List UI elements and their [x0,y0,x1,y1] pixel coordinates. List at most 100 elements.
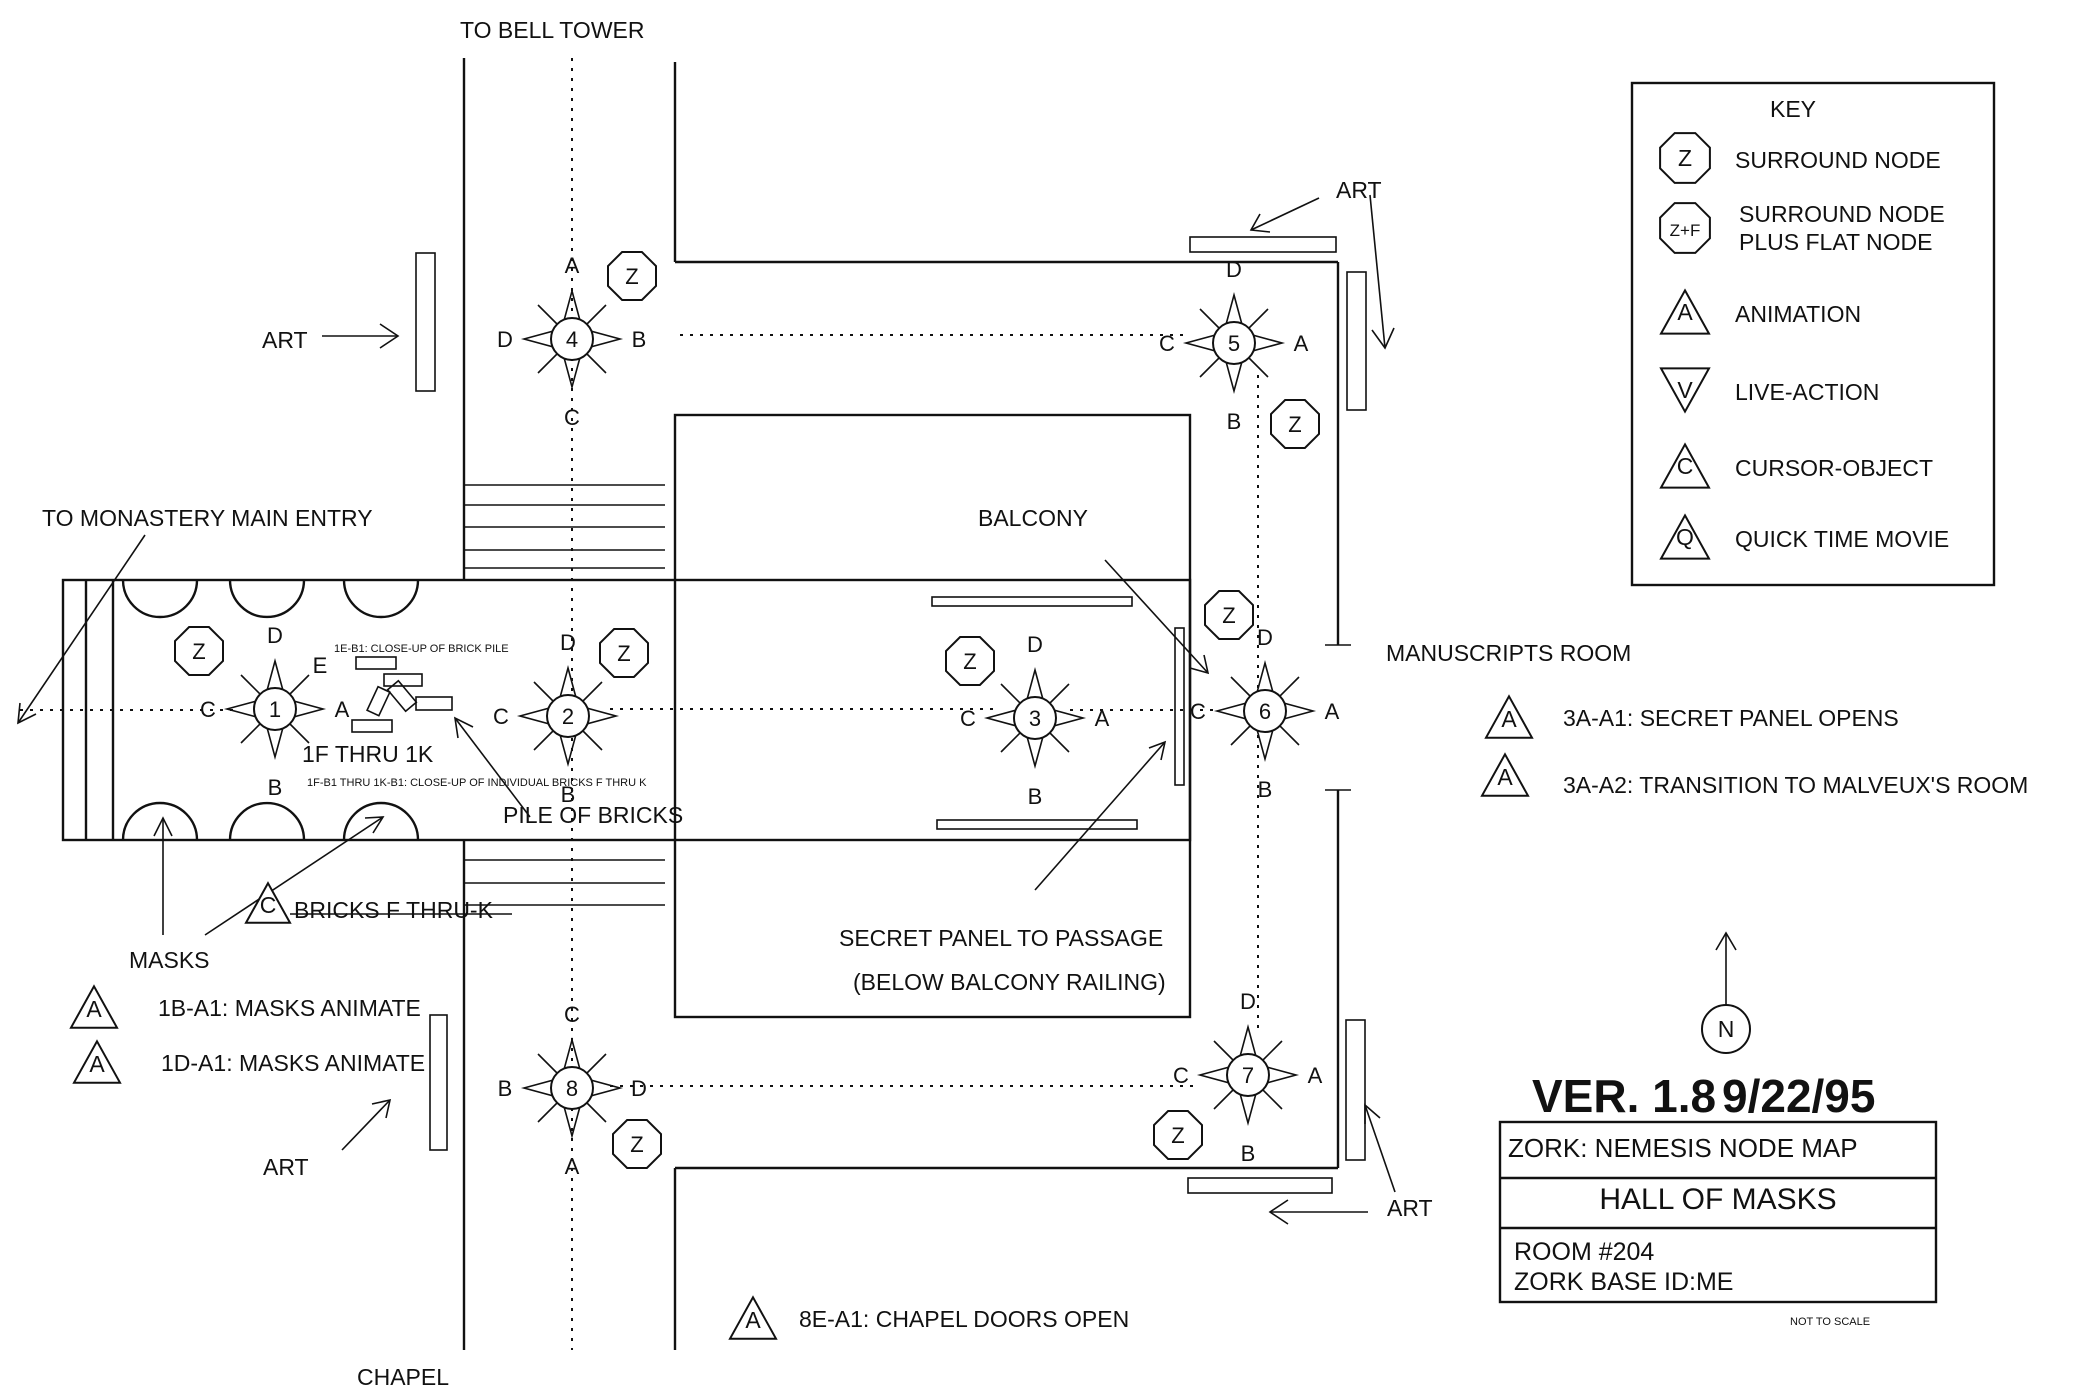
node-2-view-top[interactable]: D [560,630,576,655]
surround-node-icon[interactable]: Z [1153,1110,1203,1160]
closeup-individual-label: 1F-B1 THRU 1K-B1: CLOSE-UP OF INDIVIDUAL… [307,777,647,789]
node-1-view-bottom[interactable]: B [268,775,283,800]
room-name-label: HALL OF MASKS [1599,1183,1836,1216]
svg-text:A: A [1677,299,1693,325]
node-3-view-right[interactable]: A [1095,706,1110,731]
svg-text:V: V [1677,377,1693,403]
node-4-view-right[interactable]: B [632,327,647,352]
node-1-view-top[interactable]: D [267,623,283,648]
node-5-view-bottom[interactable]: B [1227,409,1242,434]
surround-node-icon[interactable]: Z [1204,590,1254,640]
svg-text:A: A [86,996,102,1022]
animation-label: 3A-A1: SECRET PANEL OPENS [1563,705,1899,731]
node-1-view-extra[interactable]: E [313,653,328,678]
node-3-view-bottom[interactable]: B [1028,784,1043,809]
surround-node-icon[interactable]: Z [174,626,224,676]
node-number: 6 [1259,699,1271,724]
node-7-view-left[interactable]: C [1173,1063,1189,1088]
surround-node-icon[interactable]: Z [612,1119,662,1169]
node-8-view-bottom[interactable]: A [565,1154,580,1179]
key-item: C CURSOR-OBJECT [1659,442,1933,489]
node-7[interactable]: 7 D A B C [1173,989,1323,1166]
room-number-label: ROOM #204 [1514,1238,1654,1266]
secret-panel-label: SECRET PANEL TO PASSAGE [839,925,1163,951]
node-7-view-top[interactable]: D [1240,989,1256,1014]
node-8[interactable]: 8 C D A B [498,1002,647,1179]
art-panels [415,236,1367,1194]
manuscripts-room-label: MANUSCRIPTS ROOM [1386,640,1631,666]
walls [61,58,1351,1350]
svg-text:QUICK TIME MOVIE: QUICK TIME MOVIE [1735,526,1949,552]
node-number: 3 [1029,706,1041,731]
base-id-label: ZORK BASE ID:ME [1514,1268,1733,1296]
node-8-view-top[interactable]: C [564,1002,580,1027]
svg-text:Z: Z [1288,412,1301,437]
animation-note: A 1B-A1: MASKS ANIMATE [69,984,421,1029]
node-6-view-left[interactable]: C [1190,699,1206,724]
node-6-view-bottom[interactable]: B [1258,777,1273,802]
node-8-view-right[interactable]: D [631,1076,647,1101]
north-indicator [1701,1004,1751,1054]
node-4[interactable]: 4 A B C D [497,253,646,430]
surround-node-icon[interactable]: Z [607,251,657,301]
surround-node-icon[interactable]: Z [1270,399,1320,449]
thru-label: 1F THRU 1K [302,741,434,767]
animation-label: 8E-A1: CHAPEL DOORS OPEN [799,1306,1129,1332]
node-5-view-right[interactable]: A [1294,331,1309,356]
surround-node-icon[interactable]: Z [945,636,995,686]
surround-node-icon[interactable]: Z [599,628,649,678]
svg-text:C: C [1677,453,1694,479]
node-6-view-right[interactable]: A [1325,699,1340,724]
svg-text:ANIMATION: ANIMATION [1735,301,1861,327]
version-label: VER. 1.8 [1532,1070,1716,1122]
node-6[interactable]: 6 D A B C [1190,625,1340,802]
arrows [17,194,1737,1225]
secret-panel-sub-label: (BELOW BALCONY RAILING) [853,969,1166,995]
node-3-view-top[interactable]: D [1027,632,1043,657]
node-6-view-top[interactable]: D [1257,625,1273,650]
svg-text:Z: Z [192,639,205,664]
node-1-view-left[interactable]: C [200,697,216,722]
animation-label: 1D-A1: MASKS ANIMATE [161,1050,425,1076]
svg-text:A: A [745,1307,761,1333]
node-3[interactable]: 3 D A B C [960,632,1110,809]
svg-text:Z: Z [1222,603,1235,628]
cursor-object-icon[interactable]: C [244,881,292,924]
art-label: ART [1387,1195,1433,1221]
svg-text:Z: Z [617,641,630,666]
masks-label: MASKS [129,947,210,973]
node-5-view-top[interactable]: D [1226,257,1242,282]
svg-text:Z: Z [963,649,976,674]
node-number: 2 [562,704,574,729]
svg-text:CURSOR-OBJECT: CURSOR-OBJECT [1735,455,1933,481]
node-8-view-left[interactable]: B [498,1076,513,1101]
node-number: 8 [566,1076,578,1101]
node-5-view-left[interactable]: C [1159,331,1175,356]
svg-text:SURROUND NODE: SURROUND NODE [1739,201,1945,227]
node-1-view-right[interactable]: A [335,697,350,722]
animation-label: 1B-A1: MASKS ANIMATE [158,995,421,1021]
node-2[interactable]: 2 D B C [493,630,620,807]
node-4-view-top[interactable]: A [565,253,580,278]
node-number: 4 [566,327,578,352]
svg-text:PLUS FLAT NODE: PLUS FLAT NODE [1739,229,1932,255]
node-2-view-bottom[interactable]: B [561,782,576,807]
node-paths [20,58,1259,1350]
node-number: 7 [1242,1063,1254,1088]
node-7-view-right[interactable]: A [1308,1063,1323,1088]
node-3-view-left[interactable]: C [960,706,976,731]
node-7-view-bottom[interactable]: B [1241,1141,1256,1166]
node-2-view-left[interactable]: C [493,704,509,729]
node-4-view-bottom[interactable]: C [564,405,580,430]
labels: TO BELL TOWER TO MONASTERY MAIN ENTRY CH… [42,17,1870,1390]
node-4-view-left[interactable]: D [497,327,513,352]
